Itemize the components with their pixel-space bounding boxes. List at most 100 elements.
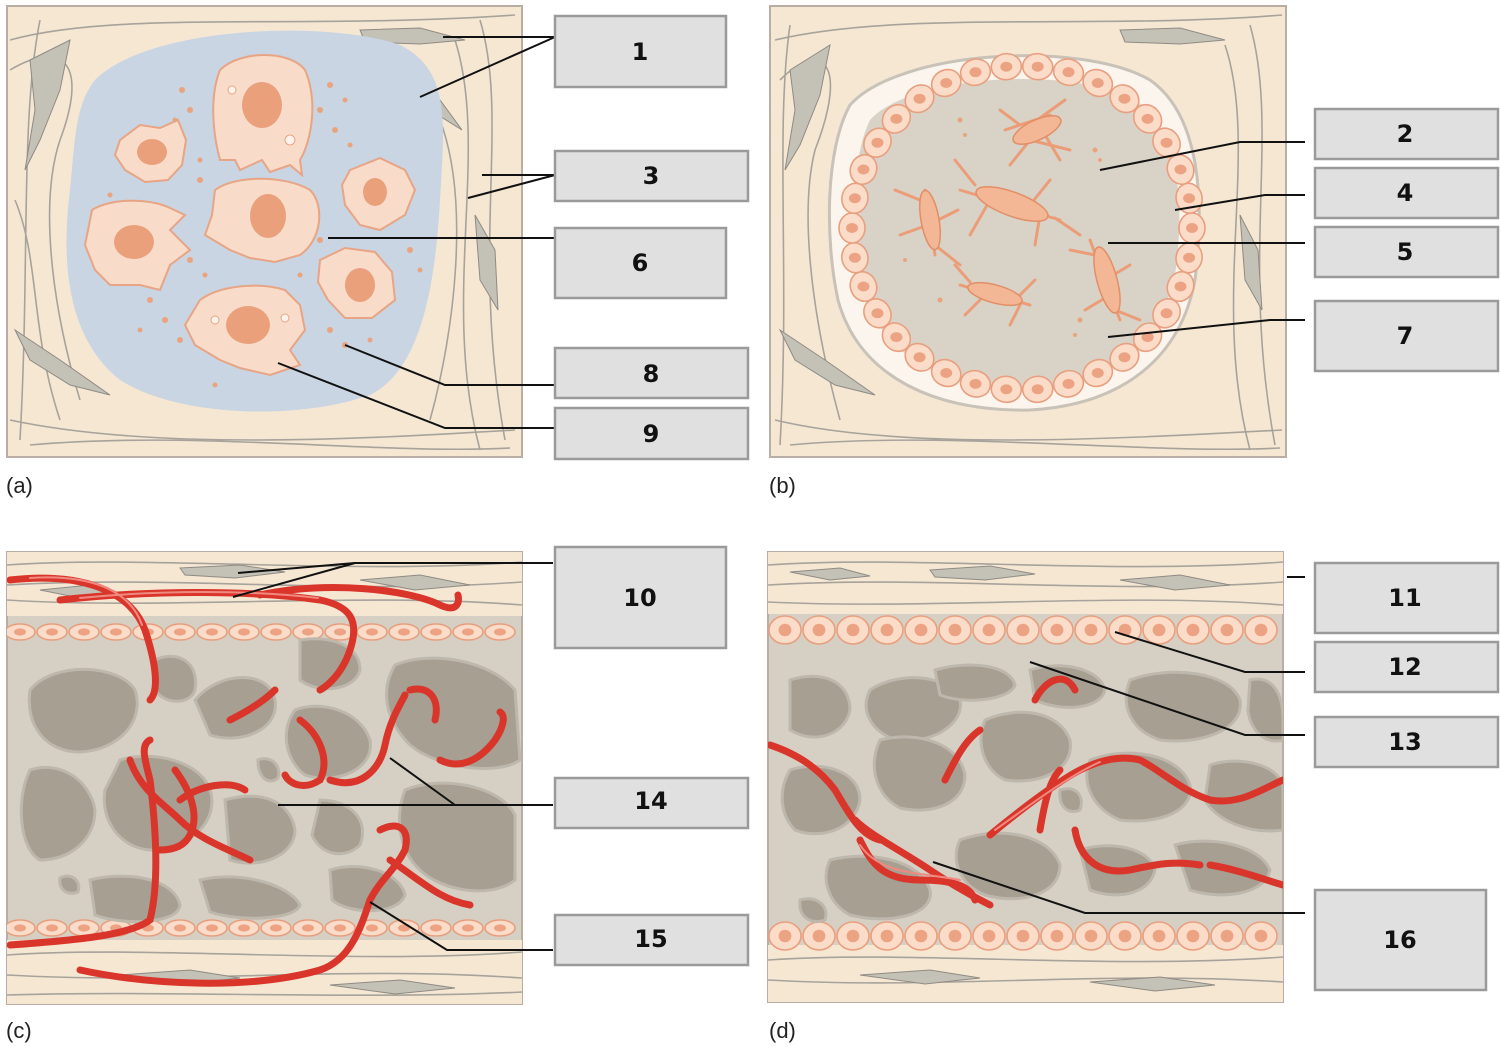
mesenchymal-cell (316, 246, 397, 319)
osteoblast-row-top (768, 615, 1278, 645)
osteoblast (1006, 921, 1040, 951)
osteoblast (7, 623, 36, 641)
osteoblast (1132, 322, 1163, 353)
label-box-16: 16 (1313, 888, 1488, 992)
mesenchymal-cell (113, 118, 188, 184)
periosteum-bottom (768, 945, 1283, 1002)
osteoblast (930, 68, 962, 98)
osteoblast (324, 919, 356, 937)
osteoblast (1006, 615, 1040, 645)
osteoblast (1108, 921, 1142, 951)
osteoblast (388, 623, 420, 641)
panel-b (769, 5, 1287, 458)
osteoblast (260, 623, 292, 641)
osteoblast (768, 615, 802, 645)
osteoblast (292, 919, 324, 937)
fibroblast-cells (778, 27, 1263, 396)
osteoblast (196, 919, 228, 937)
osteoblast (938, 921, 972, 951)
label-number: 11 (1388, 584, 1421, 612)
osteoblast (1142, 921, 1176, 951)
osteoblast (68, 919, 100, 937)
label-box-8: 8 (553, 346, 750, 400)
osteoblast (1210, 615, 1244, 645)
label-box-15: 15 (553, 913, 750, 967)
osteoblast-row-bottom (768, 921, 1278, 951)
osteoblast (1109, 84, 1140, 114)
osteoblast (1176, 921, 1210, 951)
osteoblast (1132, 103, 1163, 134)
label-box-13: 13 (1313, 715, 1500, 769)
osteoblast (1040, 615, 1074, 645)
label-number: 10 (623, 584, 656, 612)
osteoblast (100, 623, 132, 641)
osteoblast (452, 919, 484, 937)
osteoblast (164, 623, 196, 641)
osteoblast (1166, 270, 1195, 303)
label-number: 5 (1397, 238, 1414, 266)
label-box-12: 12 (1313, 640, 1500, 694)
label-number: 2 (1397, 120, 1414, 148)
label-box-6: 6 (553, 226, 728, 300)
osteoblast (228, 623, 260, 641)
panel-a-letter: (a) (6, 473, 33, 498)
osteoblast (838, 212, 866, 244)
osteoblast (1244, 615, 1278, 645)
osteocyte (953, 158, 1082, 247)
osteoblast (841, 182, 869, 214)
label-number: 14 (634, 787, 667, 815)
osteoblast (1210, 921, 1244, 951)
osteocyte (893, 188, 962, 267)
osteoblast (164, 919, 196, 937)
osteoblast (36, 919, 68, 937)
mesenchymal-cell (183, 284, 307, 377)
mesenchymal-cell (212, 54, 314, 178)
panel-d-letter: (d) (769, 1018, 796, 1043)
osteoblast (1082, 358, 1114, 388)
label-number: 15 (634, 925, 667, 953)
leader-lines (232, 36, 1305, 951)
osteoblast (881, 103, 912, 134)
panel-a (6, 5, 523, 458)
label-box-10: 10 (553, 545, 728, 650)
osteoblast (849, 153, 878, 186)
osteoblast (959, 369, 992, 398)
osteoblast (1109, 342, 1140, 372)
osteoblast (196, 623, 228, 641)
label-number: 4 (1397, 179, 1414, 207)
label-number: 9 (643, 420, 660, 448)
label-number: 12 (1388, 653, 1421, 681)
osteocytes (893, 98, 1142, 327)
mesenchymal-cell (340, 156, 417, 232)
periosteum-fibers (768, 561, 1283, 992)
osteoblast (990, 375, 1023, 404)
osteoblast (452, 623, 484, 641)
mesenchymal-cells (83, 54, 417, 377)
label-box-5: 5 (1313, 225, 1500, 279)
osteoblast (1021, 375, 1054, 404)
osteoblast (356, 623, 388, 641)
osteocyte (1068, 238, 1142, 322)
osteoblast (1074, 615, 1108, 645)
panel-c (6, 551, 523, 1005)
osteoblast (930, 358, 962, 388)
label-number: 7 (1397, 322, 1414, 350)
osteoblast (1152, 298, 1181, 329)
osteoblast (484, 919, 516, 937)
osteoblast (938, 615, 972, 645)
osteoblast-row-top (7, 623, 516, 641)
label-number: 1 (632, 38, 649, 66)
label-box-1: 1 (553, 14, 728, 89)
osteoblast (1176, 615, 1210, 645)
panel-d (767, 551, 1284, 1003)
osteoblast (768, 921, 802, 951)
osteoblast (802, 615, 836, 645)
label-box-3: 3 (553, 149, 750, 203)
label-box-9: 9 (553, 406, 750, 461)
osteoblast (1244, 921, 1278, 951)
osteoblast (904, 84, 935, 114)
blood-vessels (7, 574, 507, 987)
osteoblast (904, 615, 938, 645)
osteoblast (420, 623, 452, 641)
panel-c-letter: (c) (6, 1018, 32, 1043)
